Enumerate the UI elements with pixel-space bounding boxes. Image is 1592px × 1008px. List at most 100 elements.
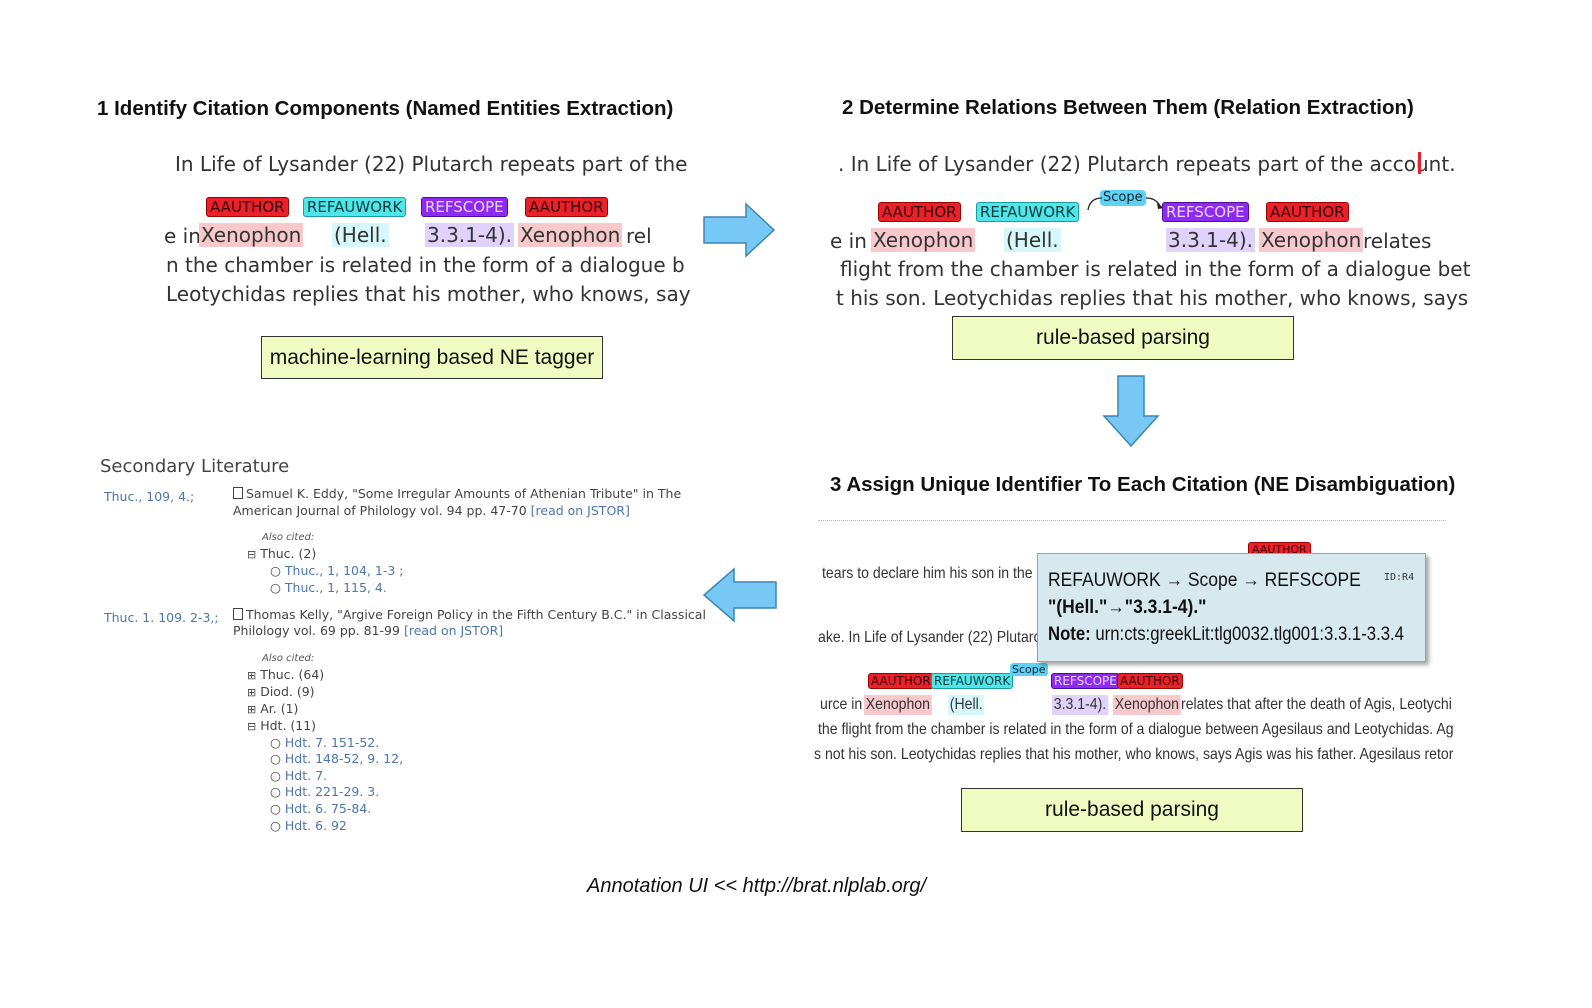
expand-icon[interactable]: ⊞ [247, 669, 257, 682]
step3-line-4: the flight from the chamber is related i… [818, 721, 1454, 738]
entry1-text-1: Samuel K. Eddy, "Some Irregular Amounts … [246, 486, 682, 501]
entry2-text-line-2: Philology vol. 69 pp. 81-99 [read on JST… [233, 623, 503, 638]
entry2-hdt-citation-1-label[interactable]: Hdt. 7. 151-52. [284, 735, 380, 750]
tooltip-text-pair: "(Hell."→"3.3.1-4)." [1048, 597, 1207, 618]
step2-line-2-prefix: e in [830, 229, 867, 253]
document-icon [233, 487, 243, 499]
entry2-hdt-citation-6-label[interactable]: Hdt. 6. 92 [284, 818, 347, 833]
step3-entity-author-1[interactable]: Xenophon [864, 695, 932, 715]
collapse-icon[interactable]: ⊟ [247, 720, 257, 733]
entry2-hdt-citation-5-label[interactable]: Hdt. 6. 75-84. [284, 801, 372, 816]
step2-method-box: rule-based parsing [952, 316, 1294, 360]
entry1-text-line-2: American Journal of Philology vol. 94 pp… [233, 503, 630, 518]
entry1-jstor-link[interactable]: [read on JSTOR] [530, 503, 630, 518]
step1-entity-author-2[interactable]: Xenophon [518, 223, 623, 247]
entry2-group-ar[interactable]: ⊞ Ar. (1) [247, 701, 298, 716]
step3-line-3-tail: relates that after the death of Agis, Le… [1181, 696, 1452, 713]
step3-entity-work[interactable]: (Hell. [948, 695, 985, 715]
expand-icon[interactable]: ⊞ [247, 703, 257, 716]
entry2-group-diod[interactable]: ⊞ Diod. (9) [247, 684, 315, 699]
entry1-citation-1-label[interactable]: Thuc., 1, 104, 1-3 ; [284, 563, 404, 578]
entry1-group-thuc[interactable]: ⊟ Thuc. (2) [247, 546, 316, 561]
entry2-hdt-citation-2[interactable]: ○ Hdt. 148-52, 9. 12, [270, 751, 404, 766]
step1-line-4: Leotychidas replies that his mother, who… [166, 282, 691, 306]
entry2-jstor-link[interactable]: [read on JSTOR] [403, 623, 504, 638]
step2-cut-tag-marker [1418, 152, 1421, 174]
step2-entity-author-2[interactable]: Xenophon [1259, 228, 1364, 252]
tooltip-note-label: Note: [1048, 624, 1091, 645]
entry1-group-thuc-label: Thuc. (2) [260, 546, 317, 561]
entry2-hdt-citation-6[interactable]: ○ Hdt. 6. 92 [270, 818, 347, 833]
step2-line-1: . In Life of Lysander (22) Plutarch repe… [838, 152, 1456, 176]
step3-row-separator [818, 520, 1446, 523]
step2-entity-work[interactable]: (Hell. [1004, 228, 1061, 252]
step2-title: 2 Determine Relations Between Them (Rela… [842, 96, 1414, 119]
step3-tag-refscope[interactable]: REFSCOPE [1051, 673, 1120, 689]
entry2-group-thuc[interactable]: ⊞ Thuc. (64) [247, 667, 324, 682]
entry2-group-thuc-label: Thuc. (64) [260, 667, 325, 682]
step3-annotation-tooltip: REFAUWORK → Scope → REFSCOPE ID:R4 "(Hel… [1037, 553, 1426, 662]
step1-tag-author-1[interactable]: AAUTHOR [206, 197, 289, 217]
entry2-hdt-citation-4-label[interactable]: Hdt. 221-29. 3. [284, 784, 380, 799]
entry1-citation-2-label[interactable]: Thuc., 1, 115, 4. [284, 580, 387, 595]
arrow-left-icon [702, 567, 777, 623]
entry2-group-hdt[interactable]: ⊟ Hdt. (11) [247, 718, 316, 733]
step2-tag-author-2[interactable]: AAUTHOR [1266, 202, 1349, 222]
entry1-ref-link[interactable]: Thuc., 109, 4.; [104, 489, 195, 504]
step3-tag-refauwork[interactable]: REFAUWORK [931, 673, 1014, 689]
step2-tag-refauwork[interactable]: REFAUWORK [976, 202, 1080, 222]
entry2-hdt-citation-2-label[interactable]: Hdt. 148-52, 9. 12, [284, 751, 404, 766]
step3-method-box: rule-based parsing [961, 788, 1303, 832]
entry2-group-diod-label: Diod. (9) [260, 684, 315, 699]
entry1-also-cited: Also cited: [262, 532, 315, 543]
step3-entity-author-2[interactable]: Xenophon [1113, 695, 1181, 715]
step3-tag-author-1[interactable]: AAUTHOR [868, 673, 934, 689]
entry1-title-line: Samuel K. Eddy, "Some Irregular Amounts … [233, 486, 681, 501]
step3-line-5: s not his son. Leotychidas replies that … [814, 746, 1454, 763]
expand-icon[interactable]: ⊞ [247, 686, 257, 699]
entry2-hdt-citation-1[interactable]: ○ Hdt. 7. 151-52. [270, 735, 380, 750]
step1-tag-refauwork[interactable]: REFAUWORK [303, 197, 407, 217]
step3-annotation-view: AAUTHOR tears to declare him his son in … [814, 512, 1454, 772]
step1-tag-refscope[interactable]: REFSCOPE [421, 197, 508, 217]
collapse-icon[interactable]: ⊟ [247, 548, 257, 561]
step2-line-3: flight from the chamber is related in th… [840, 257, 1471, 281]
entry1-citation-1[interactable]: ○ Thuc., 1, 104, 1-3 ; [270, 563, 404, 578]
figure-caption: Annotation UI << http://brat.nlplab.org/ [587, 875, 927, 897]
step2-tag-author-1[interactable]: AAUTHOR [878, 202, 961, 222]
step1-line-2-prefix: e in [164, 224, 201, 248]
step1-entity-work[interactable]: (Hell. [332, 223, 389, 247]
step2-entity-author-1[interactable]: Xenophon [871, 228, 976, 252]
step1-method-box: machine-learning based NE tagger [261, 336, 603, 379]
entry2-group-ar-label: Ar. (1) [260, 701, 299, 716]
tooltip-note-row: Note: urn:cts:greekLit:tlg0032.tlg001:3.… [1048, 624, 1404, 646]
step2-line-2-tail: relates [1363, 229, 1432, 253]
tooltip-relation-line: REFAUWORK → Scope → REFSCOPE [1048, 570, 1361, 591]
step1-tag-author-2[interactable]: AAUTHOR [525, 197, 608, 217]
entry2-ref-link[interactable]: Thuc. 1. 109. 2-3,; [104, 610, 219, 625]
secondary-heading: Secondary Literature [100, 456, 290, 477]
entry1-citation-2[interactable]: ○ Thuc., 1, 115, 4. [270, 580, 387, 595]
tooltip-note-value: urn:cts:greekLit:tlg0032.tlg001:3.3.1-3.… [1095, 624, 1404, 645]
entry2-text-1: Thomas Kelly, "Argive Foreign Policy in … [246, 607, 706, 622]
step3-tag-author-2[interactable]: AAUTHOR [1117, 673, 1183, 689]
entry2-hdt-citation-3-label[interactable]: Hdt. 7. [284, 768, 327, 783]
entry2-text-2: Philology vol. 69 pp. 81-99 [233, 623, 400, 638]
step2-tag-refscope[interactable]: REFSCOPE [1162, 202, 1249, 222]
entry2-hdt-citation-4[interactable]: ○ Hdt. 221-29. 3. [270, 784, 380, 799]
step2-relation-scope[interactable]: Scope [1100, 190, 1146, 206]
step3-relation-scope[interactable]: Scope [1010, 663, 1048, 676]
entry2-group-hdt-label: Hdt. (11) [260, 718, 317, 733]
entry1-text-2: American Journal of Philology vol. 94 pp… [233, 503, 527, 518]
step3-entity-scope[interactable]: 3.3.1-4). [1052, 695, 1108, 715]
entry2-hdt-citation-3[interactable]: ○ Hdt. 7. [270, 768, 327, 783]
entry2-also-cited: Also cited: [262, 653, 315, 664]
step1-entity-author-1[interactable]: Xenophon [199, 223, 304, 247]
step1-line-1: In Life of Lysander (22) Plutarch repeat… [175, 152, 688, 176]
arrow-right-icon [703, 202, 776, 258]
step1-title: 1 Identify Citation Components (Named En… [97, 97, 674, 120]
entry2-hdt-citation-5[interactable]: ○ Hdt. 6. 75-84. [270, 801, 372, 816]
step1-annotation-view: In Life of Lysander (22) Plutarch repeat… [164, 148, 691, 313]
step2-entity-scope[interactable]: 3.3.1-4). [1166, 228, 1255, 252]
step1-entity-scope[interactable]: 3.3.1-4). [425, 223, 514, 247]
